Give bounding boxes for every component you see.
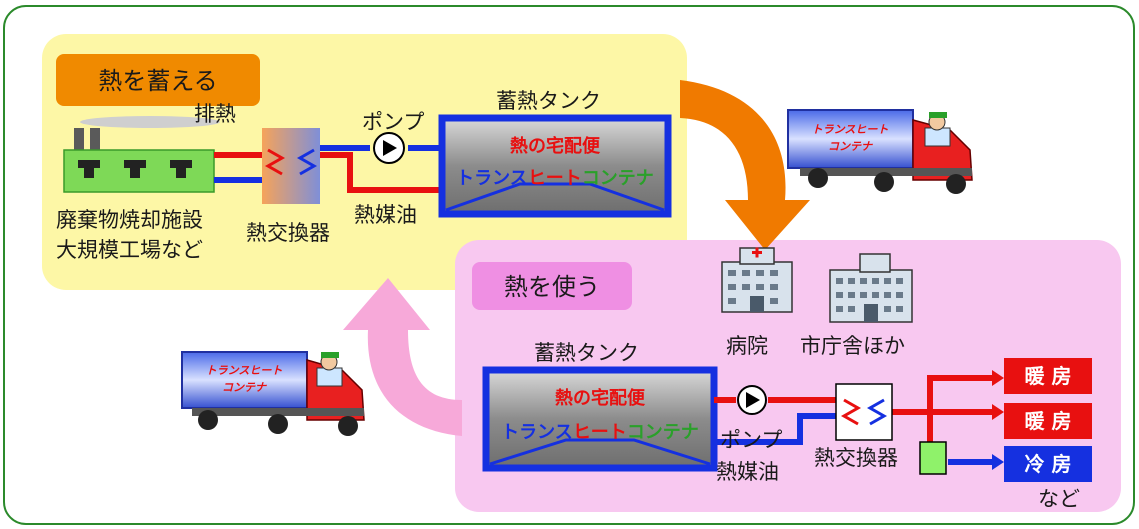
exhaust-heat-label: 排熱 [194, 102, 236, 126]
output-box-heating-1 [1004, 358, 1092, 394]
store-tank-text2-part2: ヒート [528, 168, 582, 189]
store-tank [438, 114, 672, 218]
store-pipes [214, 145, 442, 193]
use-tag: 熱を使う [504, 273, 600, 301]
store-heat-exchanger-label: 熱交換器 [246, 221, 330, 245]
chiller-unit-icon [919, 441, 947, 475]
use-tank-text2-part2: ヒート [573, 422, 627, 443]
truck-bottom-text-line2: コンテナ [222, 381, 267, 394]
store-tank-text1: 熱の宅配便 [510, 135, 601, 157]
store-heat-oil-label: 熱媒油 [354, 203, 417, 227]
pink-return-arrow [343, 278, 462, 436]
use-tank-text2-part1: トランス [501, 422, 573, 443]
city-hall-label: 市庁舎ほか [800, 334, 905, 358]
use-heat-exchanger-icon [835, 383, 893, 441]
truck-top-text-line1: トランスヒート [812, 123, 889, 136]
output-label-heating-2: 暖 房 [1025, 409, 1072, 433]
use-heat-oil-label: 熱媒油 [716, 460, 779, 484]
store-tag: 熱を蓄える [98, 67, 217, 95]
truck-icon-bottom: トランスヒート コンテナ [181, 351, 365, 436]
output-label-heating-1: 暖 房 [1025, 364, 1072, 388]
output-box-cooling [1004, 446, 1092, 482]
store-pump-icon [373, 132, 405, 164]
use-heat-exchanger-label: 熱交換器 [814, 446, 898, 470]
store-tank-text2-part1: トランス [456, 168, 528, 189]
hospital-icon [721, 247, 793, 313]
hospital-label: 病院 [726, 334, 768, 358]
store-tag-box [56, 54, 260, 106]
use-tank-text2: トランスヒートコンテナ [501, 422, 699, 443]
use-tank-text1: 熱の宅配便 [555, 387, 646, 409]
store-tank-title: 蓄熱タンク [496, 89, 601, 113]
store-tank-text2: トランスヒートコンテナ [456, 168, 654, 189]
store-heat-exchanger-icon [262, 128, 320, 204]
source-label-line2: 大規模工場など [56, 238, 203, 262]
output-label-cooling: 冷 房 [1025, 452, 1072, 476]
use-tank-text2-part3: コンテナ [627, 422, 699, 443]
store-pump-label: ポンプ [362, 110, 424, 134]
city-hall-icon [829, 253, 913, 323]
use-tank [482, 366, 718, 472]
use-arrowheads [992, 370, 1004, 470]
outputs-more-label: など [1038, 487, 1080, 511]
use-pump-icon [737, 385, 767, 415]
truck-icon-top: トランスヒート コンテナ [787, 109, 973, 194]
store-tank-text2-part3: コンテナ [582, 168, 654, 189]
use-pump-label: ポンプ [720, 428, 782, 452]
factory-icon [63, 116, 220, 193]
source-label-line1: 廃棄物焼却施設 [56, 208, 203, 232]
use-tank-title: 蓄熱タンク [534, 341, 639, 365]
truck-top-text-line2: コンテナ [828, 140, 873, 153]
orange-transport-arrow [680, 80, 810, 250]
use-tag-box [472, 262, 632, 310]
truck-bottom-text-line1: トランスヒート [206, 364, 283, 377]
output-box-heating-2 [1004, 403, 1092, 439]
